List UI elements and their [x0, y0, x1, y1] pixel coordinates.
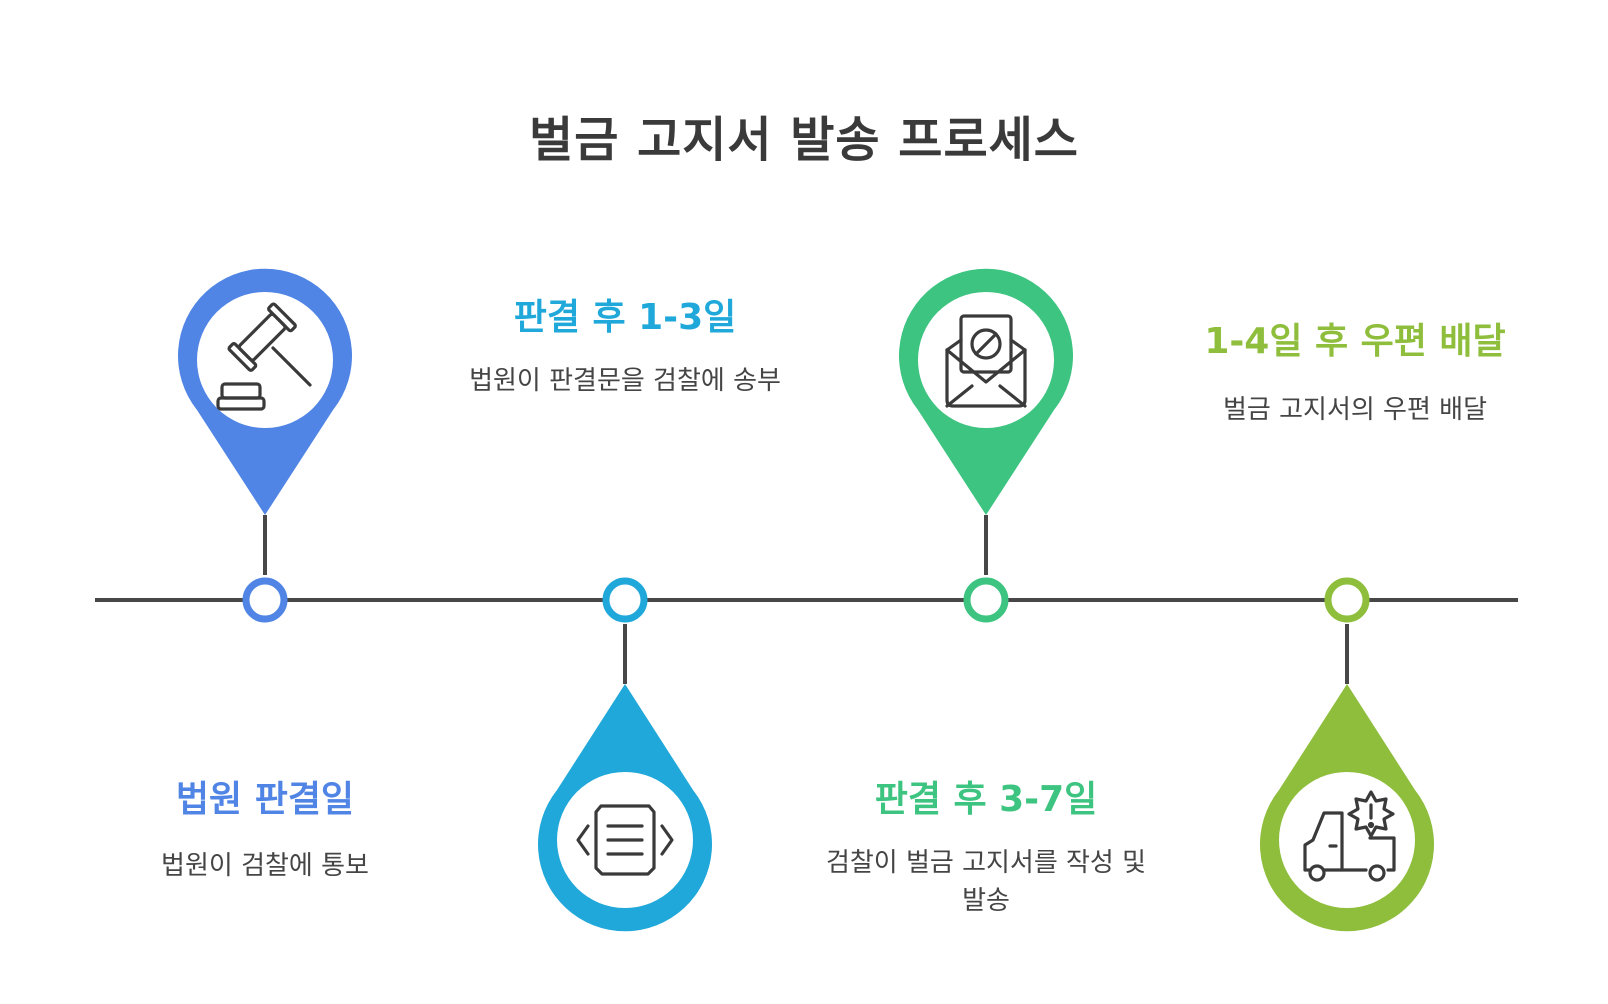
timeline-node-3 — [963, 577, 1009, 623]
step-4-title: 1-4일 후 우편 배달 — [1204, 321, 1506, 362]
timeline-node-1 — [242, 577, 288, 623]
timeline-node-2 — [602, 577, 648, 623]
envelope-notice-icon — [945, 314, 1027, 408]
timeline-node-4 — [1324, 577, 1370, 623]
step-1-desc: 법원이 검찰에 통보 — [161, 851, 369, 881]
step-1-title: 법원 판결일 — [175, 779, 355, 820]
pin-2 — [537, 684, 712, 932]
step-3-title: 판결 후 3-7일 — [874, 779, 1098, 820]
step-2-title: 판결 후 1-3일 — [513, 297, 737, 338]
gavel-icon — [216, 302, 312, 411]
step-2-desc: 법원이 판결문을 검찰에 송부 — [469, 366, 781, 396]
step-3-desc: 검찰이 벌금 고지서를 작성 및 발송 — [825, 848, 1147, 916]
page-title: 벌금 고지서 발송 프로세스 — [529, 112, 1079, 168]
pin-3 — [899, 268, 1074, 515]
pin-1 — [178, 268, 352, 515]
step-4-desc: 벌금 고지서의 우편 배달 — [1223, 395, 1487, 425]
delivery-truck-icon — [1303, 790, 1396, 882]
pin-4 — [1259, 684, 1434, 932]
document-transfer-icon — [576, 804, 674, 876]
